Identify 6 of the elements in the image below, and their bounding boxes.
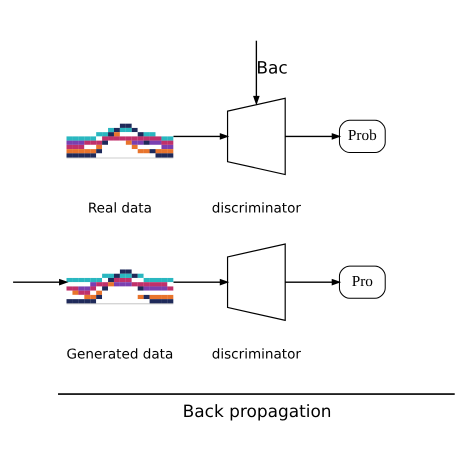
node-label: discriminator bbox=[212, 346, 301, 362]
node-label: Generated data bbox=[66, 346, 174, 362]
label: Back propagation bbox=[182, 400, 332, 420]
edge-label: Bac bbox=[256, 57, 288, 78]
node-label: discriminator bbox=[212, 200, 301, 216]
node-label: Real data bbox=[88, 200, 152, 216]
